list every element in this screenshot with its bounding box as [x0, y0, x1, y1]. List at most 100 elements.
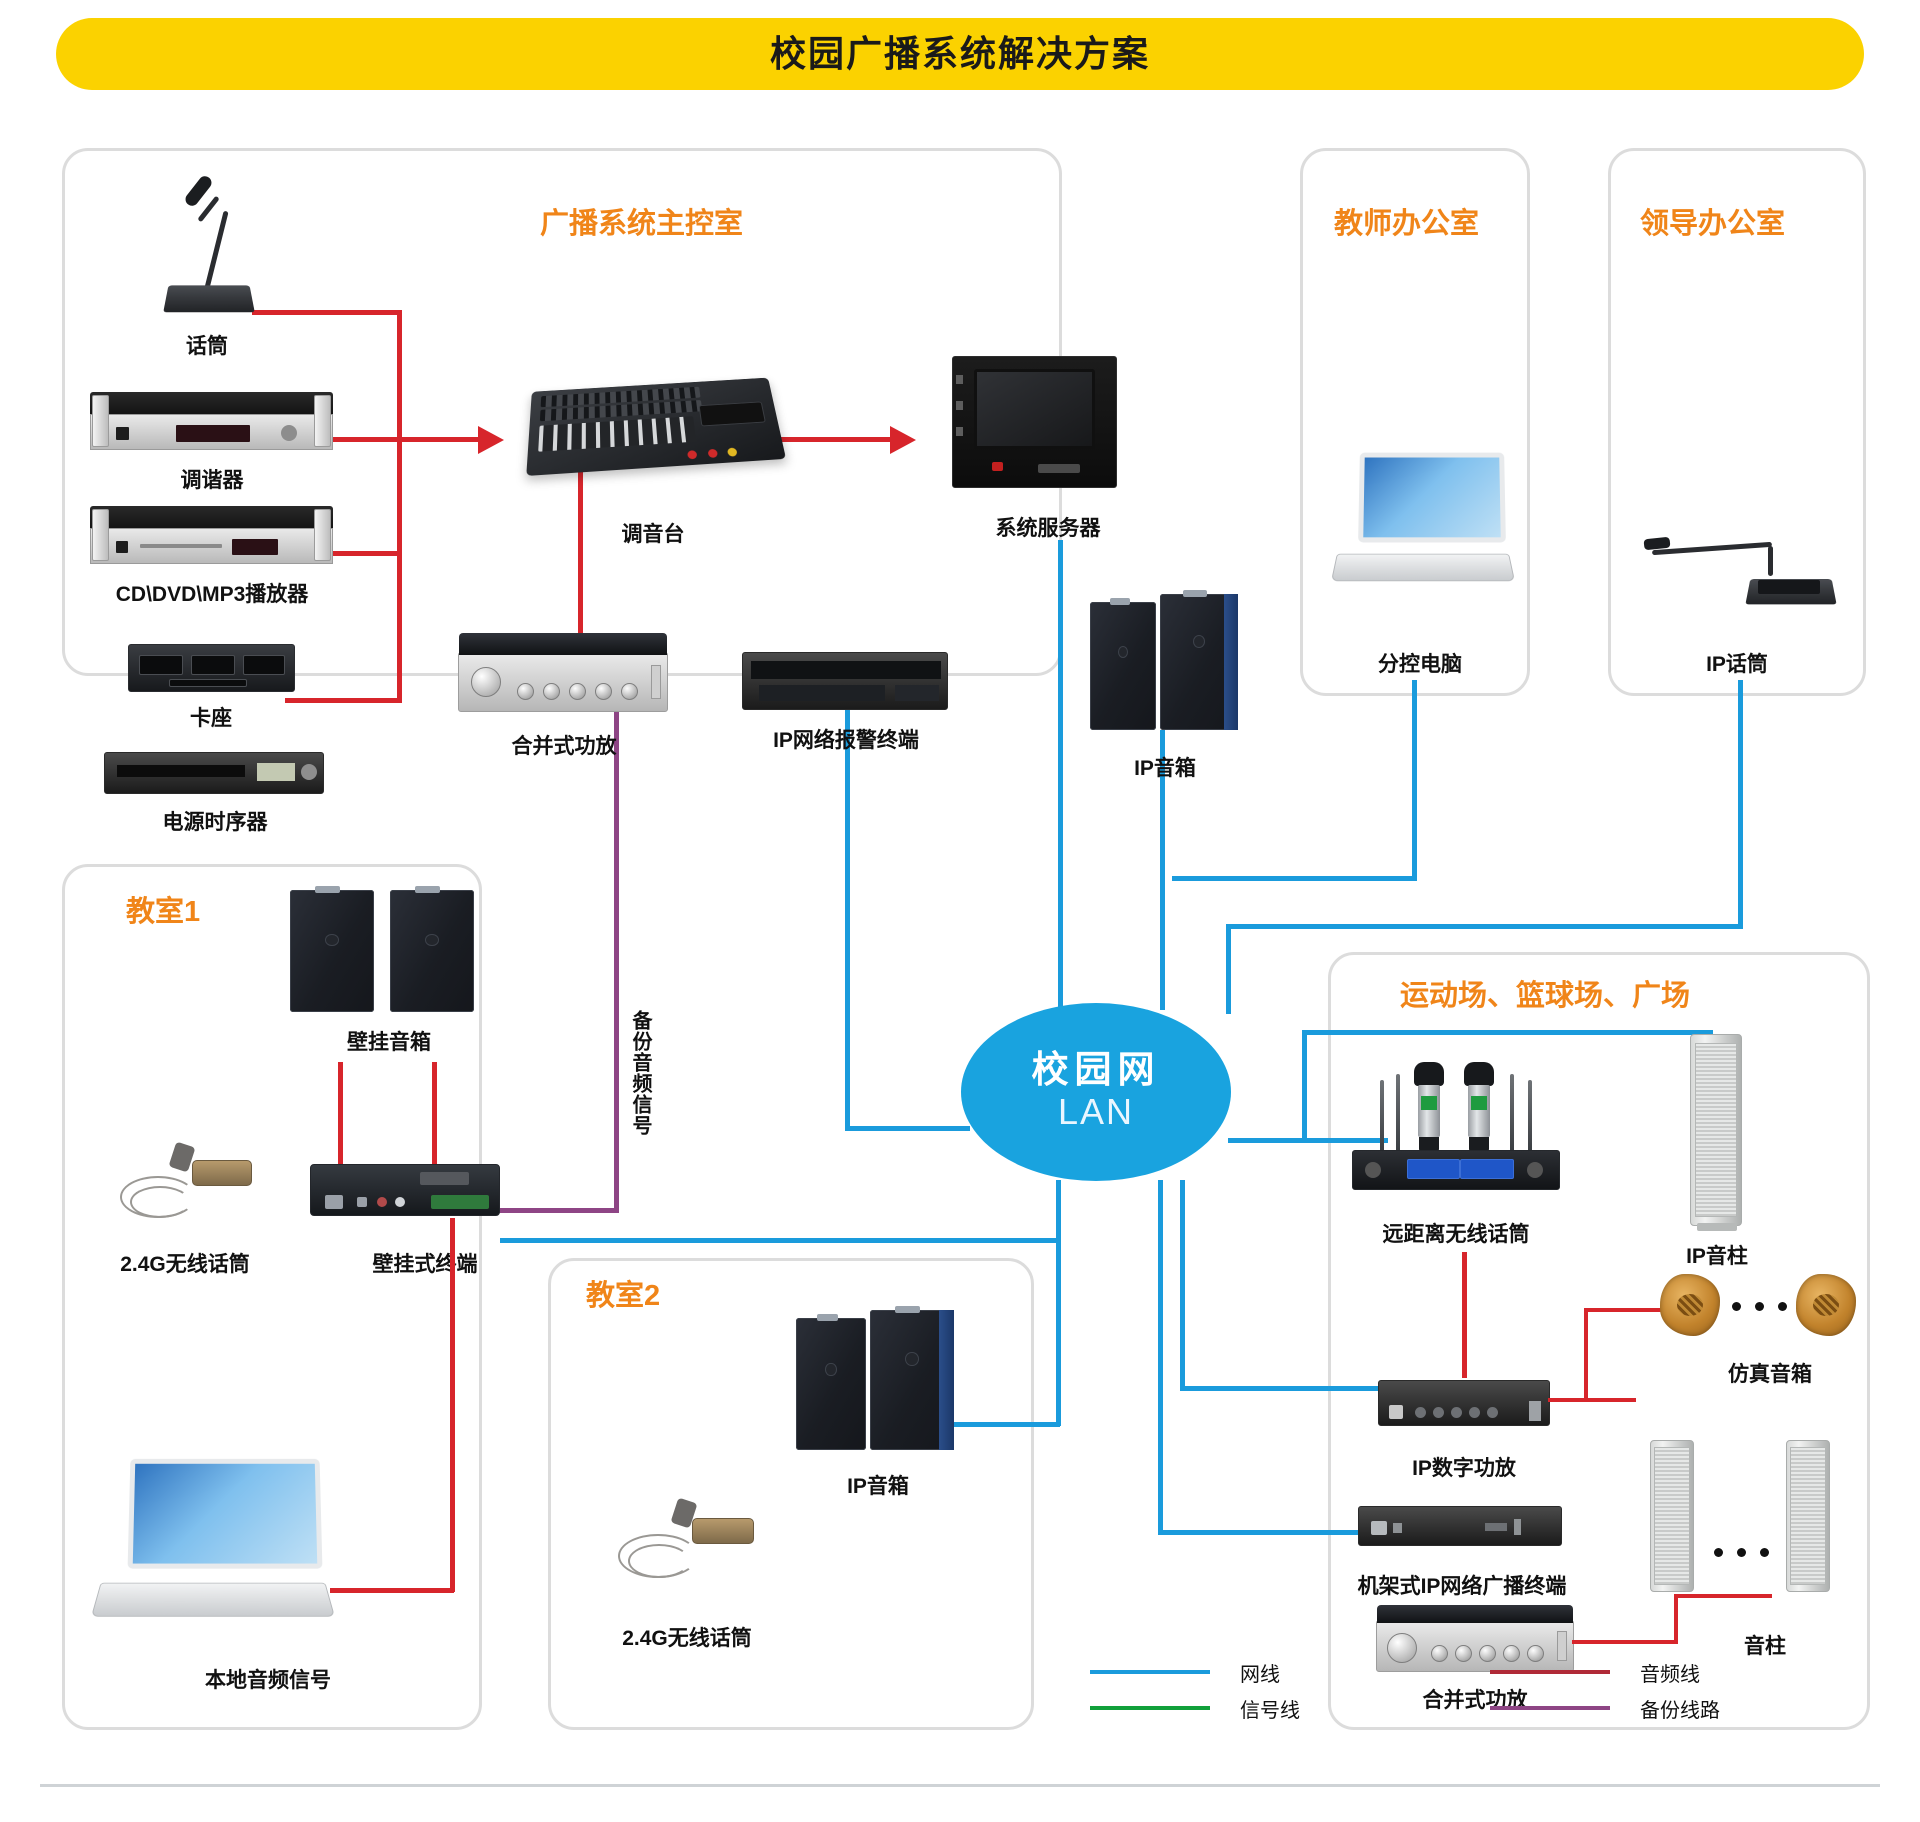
legend-label-audio: 音频线 — [1640, 1664, 1700, 1686]
label-ip-sound-column: IP音柱 — [1686, 1245, 1748, 1268]
device-sound-column-1 — [1650, 1440, 1694, 1592]
label-local-audio-signal: 本地音频信号 — [205, 1669, 331, 1692]
audio-line-mixer-to-amp — [578, 470, 583, 650]
backup-line-h — [440, 1208, 619, 1213]
device-sub-control-pc — [1330, 452, 1516, 584]
label-sub-control-pc: 分控电脑 — [1378, 653, 1462, 676]
page-title: 校园广播系统解决方案 — [769, 33, 1150, 74]
device-integrated-amplifier-2 — [1376, 1605, 1574, 1672]
net-line-c2-v — [1056, 1180, 1061, 1426]
arrow-to-mixer — [478, 426, 504, 454]
legend-swatch-signal — [1090, 1706, 1210, 1710]
panel-teacher-office — [1300, 148, 1530, 696]
device-integrated-amplifier — [458, 633, 668, 712]
device-ip-microphone — [1640, 520, 1837, 608]
label-long-range-wireless-mic: 远距离无线话筒 — [1382, 1223, 1530, 1246]
audio-line-columns-h — [1674, 1594, 1772, 1598]
label-microphone: 话筒 — [186, 335, 228, 358]
net-line-lan-right — [1228, 1138, 1388, 1143]
audio-line-wallspk-l — [338, 1062, 343, 1170]
label-ip-microphone: IP话筒 — [1706, 653, 1768, 676]
audio-line-mixer-to-server — [775, 437, 895, 442]
legend-label-signal: 信号线 — [1240, 1700, 1300, 1722]
label-rack-ip-broadcast-terminal: 机架式IP网络广播终端 — [1357, 1575, 1567, 1598]
label-system-server: 系统服务器 — [995, 517, 1101, 540]
legend-swatch-backup — [1490, 1706, 1610, 1710]
net-line-leader-v2 — [1226, 924, 1231, 1014]
audio-line-wallspk-r — [432, 1062, 437, 1170]
label-power-sequencer: 电源时序器 — [162, 811, 268, 834]
panel-title-sports-area: 运动场、篮球场、广场 — [1400, 980, 1691, 1012]
device-power-sequencer — [104, 752, 324, 794]
device-wall-speaker — [290, 886, 480, 1012]
audio-line-cd-h — [333, 551, 402, 556]
device-tuner — [90, 392, 333, 450]
net-line-server-down — [1058, 540, 1063, 1140]
device-local-audio-source-pc — [90, 1458, 336, 1620]
device-cassette-deck — [128, 644, 295, 692]
lan-label-en: LAN — [1057, 1091, 1135, 1132]
audio-line-amp-to-rock-h — [1548, 1398, 1636, 1402]
label-ip-speaker-c2: IP音箱 — [847, 1475, 909, 1498]
audio-line-bus-to-mixer — [400, 437, 480, 442]
label-ip-speaker-main: IP音箱 — [1134, 757, 1196, 780]
label-ip-digital-amplifier: IP数字功放 — [1412, 1457, 1516, 1480]
panel-title-teacher-office: 教师办公室 — [1334, 208, 1480, 240]
device-long-range-wireless-mic — [1352, 1058, 1560, 1190]
net-line-ipamp-v — [1180, 1180, 1185, 1390]
label-sound-column: 音柱 — [1744, 1635, 1786, 1658]
audio-line-local-v — [450, 1218, 455, 1592]
label-wireless-mic-24g-c1: 2.4G无线话筒 — [120, 1253, 250, 1276]
label-integrated-amplifier: 合并式功放 — [511, 735, 617, 758]
device-simulated-speaker-2 — [1796, 1274, 1856, 1336]
label-mixer: 调音台 — [621, 523, 685, 546]
backup-line-v — [614, 672, 619, 1212]
title-banner: 校园广播系统解决方案 — [56, 18, 1864, 90]
network-cloud-lan: 校园网 LAN — [961, 1003, 1231, 1181]
arrow-to-server — [890, 426, 916, 454]
audio-line-amp2-v — [1674, 1596, 1678, 1644]
net-line-rackterm-h — [1158, 1530, 1358, 1535]
net-line-c2-h — [930, 1422, 1060, 1427]
device-wall-terminal — [310, 1164, 500, 1216]
audio-line-tuner-h — [333, 437, 402, 442]
panel-leader-office — [1608, 148, 1866, 696]
lan-label-cn: 校园网 — [1031, 1049, 1161, 1090]
net-line-ipcolumn-v — [1302, 1030, 1307, 1140]
net-line-leader-h — [1226, 924, 1743, 929]
device-system-server — [952, 356, 1117, 488]
audio-line-bus-v — [397, 310, 402, 700]
net-line-rackterm-v — [1158, 1180, 1163, 1534]
panel-title-leader-office: 领导办公室 — [1640, 208, 1786, 240]
label-ip-network-alarm-terminal: IP网络报警终端 — [773, 729, 919, 752]
panel-title-classroom1: 教室1 — [126, 896, 201, 928]
device-wireless-mic-24g-c2 — [610, 1490, 760, 1590]
label-cassette-deck: 卡座 — [190, 707, 232, 730]
label-wall-terminal: 壁挂式终端 — [372, 1253, 478, 1276]
device-ip-speaker-main — [1090, 590, 1238, 730]
ellipsis-simulated-speakers — [1732, 1302, 1787, 1311]
label-wireless-mic-24g-c2: 2.4G无线话筒 — [622, 1627, 752, 1650]
audio-line-wrx-to-amp — [1462, 1252, 1467, 1378]
audio-line-local-h — [330, 1588, 454, 1593]
device-simulated-speaker-1 — [1660, 1274, 1720, 1336]
legend-swatch-audio — [1490, 1670, 1610, 1674]
label-tuner: 调谐器 — [180, 469, 244, 492]
legend-swatch-network — [1090, 1670, 1210, 1674]
device-rack-ip-broadcast-terminal — [1358, 1506, 1562, 1546]
legend-label-backup: 备份线路 — [1640, 1700, 1720, 1722]
device-cd-player — [90, 506, 333, 564]
audio-line-mic-h — [252, 310, 402, 315]
label-wall-speaker: 壁挂音箱 — [347, 1031, 431, 1054]
device-sound-column-2 — [1786, 1440, 1830, 1592]
legend-label-network: 网线 — [1240, 1664, 1280, 1686]
net-line-teacher-h — [1172, 876, 1417, 881]
label-backup-audio-signal: 备份音频信号 — [629, 1010, 651, 1136]
audio-line-amp2-h — [1572, 1640, 1678, 1644]
audio-line-amp-to-rock-v — [1584, 1310, 1588, 1402]
ellipsis-sound-columns — [1714, 1548, 1769, 1557]
net-line-classroom1-h — [500, 1238, 1060, 1243]
panel-title-classroom2: 教室2 — [586, 1280, 661, 1312]
net-line-alarm-down — [845, 700, 850, 1130]
